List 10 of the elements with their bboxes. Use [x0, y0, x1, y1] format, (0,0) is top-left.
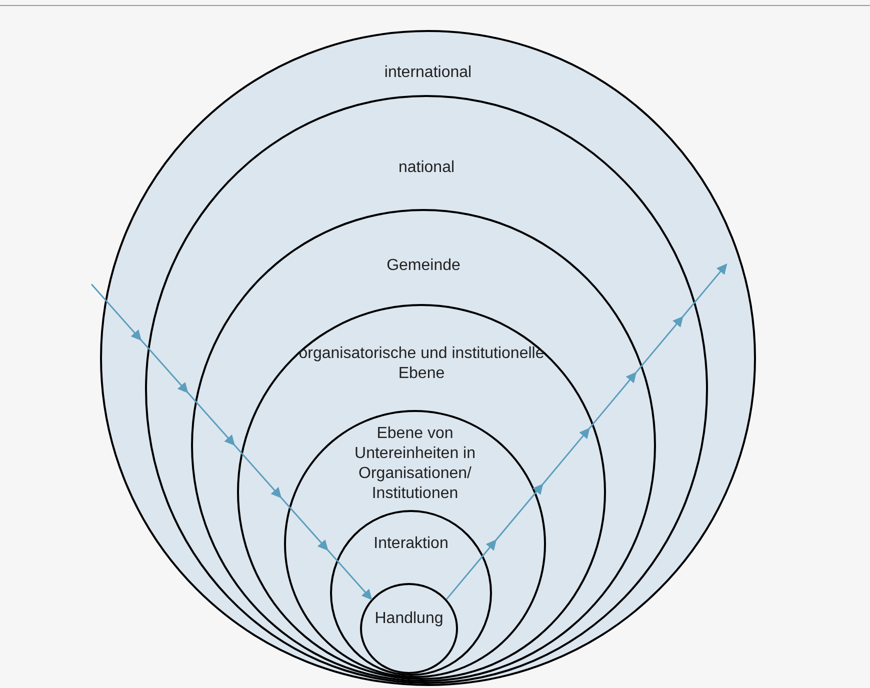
- level-label: Ebene von Untereinheiten in Organisationen/ Institutionen: [354, 424, 476, 504]
- arrow: [90, 284, 372, 600]
- level-label: organisatorische und institutionelle Ebene: [298, 344, 546, 384]
- level-label: Handlung: [374, 609, 444, 629]
- level-circle: [360, 583, 458, 674]
- level-label: Gemeinde: [386, 256, 462, 276]
- arrow: [446, 264, 728, 600]
- level-label: Interaktion: [372, 534, 450, 554]
- level-label: international: [383, 63, 473, 83]
- level-label: national: [397, 158, 456, 178]
